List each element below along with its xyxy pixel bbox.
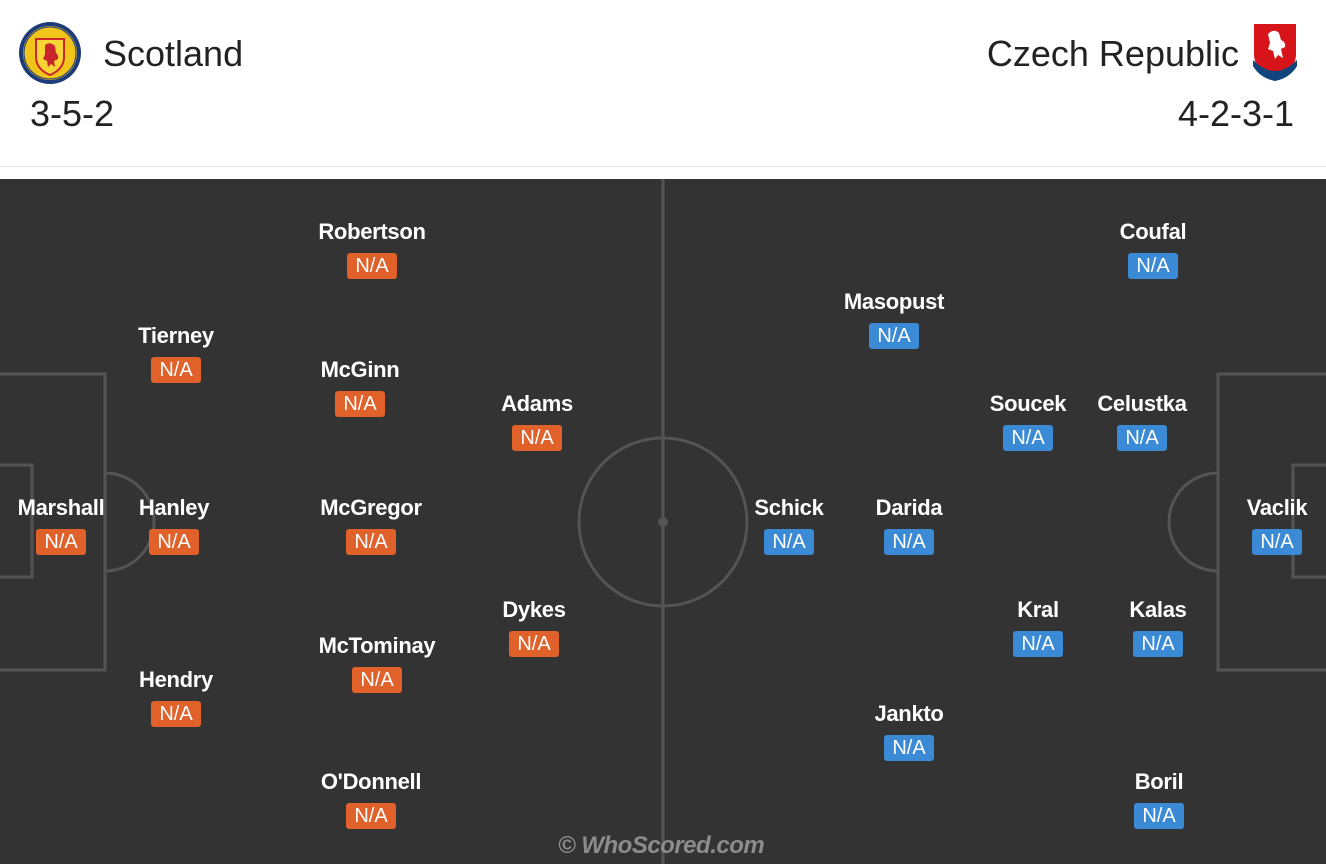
rating-badge: N/A bbox=[335, 391, 385, 417]
away-player-vaclik[interactable]: Vaclik N/A bbox=[1197, 495, 1326, 555]
away-player-schick[interactable]: Schick N/A bbox=[709, 495, 869, 555]
home-player-hendry[interactable]: Hendry N/A bbox=[96, 667, 256, 727]
header-divider bbox=[0, 166, 1326, 167]
player-name: Darida bbox=[875, 495, 943, 520]
rating-badge: N/A bbox=[346, 803, 396, 829]
rating-badge: N/A bbox=[884, 529, 934, 555]
player-name: Celustka bbox=[1097, 391, 1187, 416]
czech-republic-crest-icon bbox=[1252, 22, 1298, 82]
player-name: Coufal bbox=[1119, 219, 1187, 244]
player-name: Robertson bbox=[318, 219, 426, 244]
away-player-kral[interactable]: Kral N/A bbox=[958, 597, 1118, 657]
rating-badge: N/A bbox=[1013, 631, 1063, 657]
player-name: Kral bbox=[1017, 597, 1059, 622]
away-team-name: Czech Republic bbox=[986, 33, 1239, 74]
rating-badge: N/A bbox=[869, 323, 919, 349]
player-name: Jankto bbox=[874, 701, 944, 726]
rating-badge: N/A bbox=[151, 701, 201, 727]
rating-badge: N/A bbox=[1003, 425, 1053, 451]
home-player-mcgregor[interactable]: McGregor N/A bbox=[291, 495, 451, 555]
rating-badge: N/A bbox=[764, 529, 814, 555]
rating-badge: N/A bbox=[352, 667, 402, 693]
away-player-masopust[interactable]: Masopust N/A bbox=[814, 289, 974, 349]
away-player-soucek[interactable]: Soucek N/A bbox=[948, 391, 1108, 451]
rating-badge: N/A bbox=[1128, 253, 1178, 279]
player-name: McTominay bbox=[318, 633, 436, 658]
home-player-mcginn[interactable]: McGinn N/A bbox=[280, 357, 440, 417]
away-player-coufal[interactable]: Coufal N/A bbox=[1073, 219, 1233, 279]
player-name: Masopust bbox=[843, 289, 945, 314]
rating-badge: N/A bbox=[151, 357, 201, 383]
rating-badge: N/A bbox=[509, 631, 559, 657]
home-player-hanley[interactable]: Hanley N/A bbox=[94, 495, 254, 555]
rating-badge: N/A bbox=[1134, 803, 1184, 829]
home-player-dykes[interactable]: Dykes N/A bbox=[454, 597, 614, 657]
player-name: Schick bbox=[754, 495, 824, 520]
rating-badge: N/A bbox=[884, 735, 934, 761]
rating-badge: N/A bbox=[347, 253, 397, 279]
player-name: McGinn bbox=[320, 357, 400, 382]
scotland-crest-icon bbox=[19, 22, 81, 84]
home-player-tierney[interactable]: Tierney N/A bbox=[96, 323, 256, 383]
away-player-kalas[interactable]: Kalas N/A bbox=[1078, 597, 1238, 657]
pitch: Marshall N/A Tierney N/A Hanley N/A Hend… bbox=[0, 179, 1326, 864]
home-team-name: Scotland bbox=[103, 33, 244, 74]
lineup-header: Scotland 3-5-2 Czech Republic 4-2-3-1 bbox=[0, 0, 1326, 166]
rating-badge: N/A bbox=[1133, 631, 1183, 657]
player-name: Tierney bbox=[138, 323, 214, 348]
player-name: O'Donnell bbox=[320, 769, 422, 794]
rating-badge: N/A bbox=[346, 529, 396, 555]
player-name: Adams bbox=[501, 391, 573, 416]
player-name: Hanley bbox=[138, 495, 210, 520]
away-player-jankto[interactable]: Jankto N/A bbox=[829, 701, 989, 761]
player-name: Kalas bbox=[1129, 597, 1187, 622]
home-formation: 3-5-2 bbox=[30, 93, 115, 134]
rating-badge: N/A bbox=[1117, 425, 1167, 451]
away-formation: 4-2-3-1 bbox=[1177, 93, 1294, 134]
away-player-darida[interactable]: Darida N/A bbox=[829, 495, 989, 555]
player-name: Marshall bbox=[17, 495, 105, 520]
player-name: Vaclik bbox=[1246, 495, 1308, 520]
player-name: Boril bbox=[1134, 769, 1184, 794]
home-player-odonnell[interactable]: O'Donnell N/A bbox=[291, 769, 451, 829]
home-player-robertson[interactable]: Robertson N/A bbox=[292, 219, 452, 279]
player-name: Soucek bbox=[989, 391, 1067, 416]
home-player-adams[interactable]: Adams N/A bbox=[457, 391, 617, 451]
rating-badge: N/A bbox=[36, 529, 86, 555]
away-player-celustka[interactable]: Celustka N/A bbox=[1062, 391, 1222, 451]
rating-badge: N/A bbox=[1252, 529, 1302, 555]
whoscored-watermark: © WhoScored.com bbox=[558, 832, 765, 859]
rating-badge: N/A bbox=[512, 425, 562, 451]
player-name: McGregor bbox=[320, 495, 422, 520]
player-name: Dykes bbox=[502, 597, 566, 622]
home-player-marshall[interactable]: Marshall N/A bbox=[0, 495, 141, 555]
home-player-mctominay[interactable]: McTominay N/A bbox=[297, 633, 457, 693]
rating-badge: N/A bbox=[149, 529, 199, 555]
pitch-markings bbox=[0, 179, 1326, 864]
player-name: Hendry bbox=[139, 667, 213, 692]
away-player-boril[interactable]: Boril N/A bbox=[1079, 769, 1239, 829]
